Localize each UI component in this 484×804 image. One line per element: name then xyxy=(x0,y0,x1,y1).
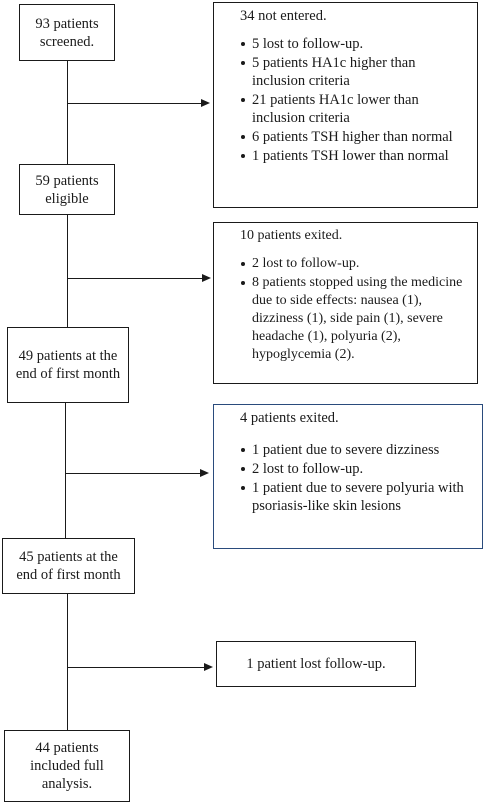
not-entered-heading: 34 not entered. xyxy=(240,8,327,24)
list-item: 1 patient due to severe polyuria with ps… xyxy=(214,479,474,515)
eligible-box: 59 patients eligible xyxy=(19,164,115,215)
list-item: 8 patients stopped using the medicine du… xyxy=(214,274,473,364)
list-item: 5 lost to follow-up. xyxy=(214,35,469,53)
eligible-label: 59 patients eligible xyxy=(35,172,99,207)
exited-second-stage-heading: 4 patients exited. xyxy=(240,410,339,426)
list-item: 2 lost to follow-up. xyxy=(214,460,474,478)
flow-connector xyxy=(67,214,68,327)
screened-box: 93 patients screened. xyxy=(19,4,115,61)
arrow-head-icon xyxy=(200,469,209,477)
arrow-head-icon xyxy=(202,274,211,282)
lost-follow-up-label: 1 patient lost follow-up. xyxy=(246,656,386,672)
second-stage-box: 45 patients at the end of first month xyxy=(2,538,135,594)
not-entered-list: 5 lost to follow-up. 5 patients HA1c hig… xyxy=(214,35,469,165)
first-month-label: 49 patients at the end of first month xyxy=(15,348,121,382)
exit-arrow-line xyxy=(67,278,203,279)
first-month-box: 49 patients at the end of first month xyxy=(7,327,129,403)
lost-follow-up-box: 1 patient lost follow-up. xyxy=(216,641,416,687)
list-item: 2 lost to follow-up. xyxy=(214,255,473,273)
exited-first-month-box: 10 patients exited. 2 lost to follow-up.… xyxy=(213,222,478,384)
list-item: 5 patients HA1c higher than inclusion cr… xyxy=(214,54,469,90)
list-item: 6 patients TSH higher than normal xyxy=(214,128,469,146)
analysis-label: 44 patients included full analysis. xyxy=(30,740,104,792)
exit-arrow-line xyxy=(67,103,202,104)
exited-second-stage-box: 4 patients exited. 1 patient due to seve… xyxy=(213,404,483,549)
list-item: 21 patients HA1c lower than inclusion cr… xyxy=(214,91,469,127)
exited-first-month-list: 2 lost to follow-up. 8 patients stopped … xyxy=(214,255,473,364)
second-stage-label: 45 patients at the end of first month xyxy=(16,549,121,583)
exited-first-month-heading: 10 patients exited. xyxy=(240,228,343,243)
not-entered-box: 34 not entered. 5 lost to follow-up. 5 p… xyxy=(213,2,478,208)
flow-connector xyxy=(67,594,68,730)
exit-arrow-line xyxy=(67,667,205,668)
list-item: 1 patient due to severe dizziness xyxy=(214,441,474,459)
arrow-head-icon xyxy=(204,663,213,671)
exited-second-stage-list: 1 patient due to severe dizziness 2 lost… xyxy=(214,441,474,515)
arrow-head-icon xyxy=(201,99,210,107)
flow-connector xyxy=(67,60,68,164)
flow-connector xyxy=(65,402,66,538)
screened-label: 93 patients screened. xyxy=(35,15,99,50)
exit-arrow-line xyxy=(65,473,201,474)
analysis-box: 44 patients included full analysis. xyxy=(4,730,130,802)
list-item: 1 patients TSH lower than normal xyxy=(214,147,469,165)
